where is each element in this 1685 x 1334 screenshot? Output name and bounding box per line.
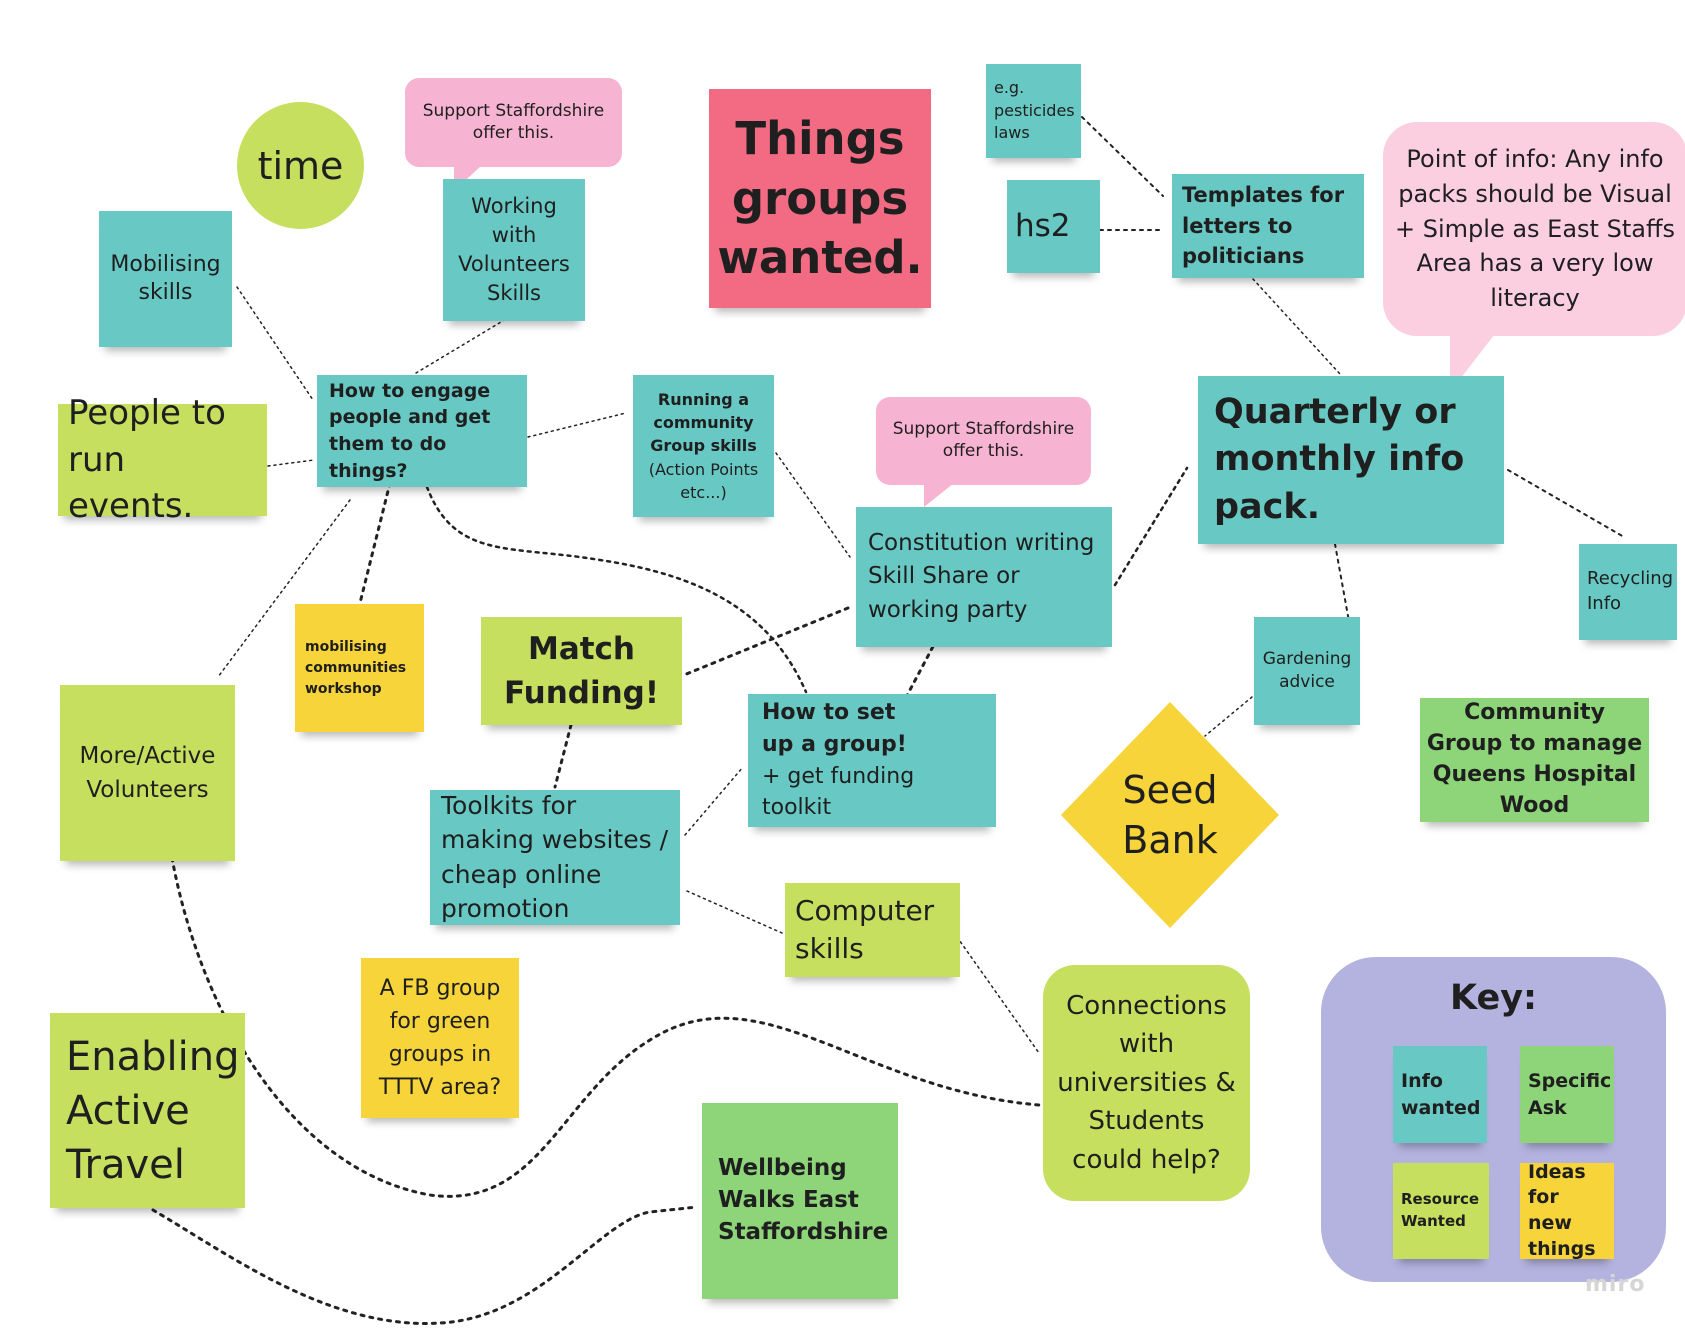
note-people-events[interactable]: People to run events.	[58, 393, 267, 526]
connector-constitution-quarterly	[1113, 466, 1189, 587]
connector-engage-workshop	[358, 481, 392, 605]
note-connections[interactable]: Connections with universities & Students…	[1043, 965, 1250, 1201]
connector-templates-quarterly	[1252, 278, 1341, 375]
note-gardening[interactable]: Gardening advice	[1254, 617, 1360, 725]
connector-match-toolkits	[553, 723, 573, 789]
miro-watermark: miro	[1585, 1272, 1646, 1297]
callout-support-staffordshire-2[interactable]: Support Staffordshire offer this.	[876, 397, 1091, 485]
note-recycling[interactable]: Recycling Info	[1579, 544, 1677, 640]
legend-ideas: Ideas for new things	[1520, 1161, 1614, 1260]
note-wellbeing-walks[interactable]: Wellbeing Walks East Staffordshire	[702, 1103, 898, 1299]
note-enabling-travel[interactable]: Enabling Active Travel	[50, 1013, 245, 1208]
connector-constitution-match	[682, 606, 850, 677]
connector-mobilising-engage	[236, 286, 314, 401]
note-computer-skills[interactable]: Computer skills	[785, 883, 960, 977]
note-time[interactable]: time	[237, 102, 364, 229]
note-seed-bank[interactable]: Seed Bank	[1122, 767, 1218, 862]
callout-tail-2	[924, 483, 954, 507]
legend-title: Key:	[1449, 978, 1538, 1018]
connector-running-constitution	[775, 452, 851, 558]
note-how-engage[interactable]: How to engage people and get them to do …	[317, 375, 527, 487]
running-community-subtitle: (Action Points etc...)	[648, 459, 759, 502]
connector-quarterly-gardening	[1334, 543, 1351, 628]
legend-info-wanted: Info wanted	[1393, 1046, 1487, 1143]
note-seed-bank-shape	[1061, 702, 1279, 928]
note-community-wood[interactable]: Community Group to manage Queens Hospita…	[1420, 698, 1649, 822]
running-community-title: Running a community Group skills	[650, 390, 757, 456]
note-templates[interactable]: Templates for letters to politicians	[1172, 174, 1364, 278]
note-mobilising-skills[interactable]: Mobilising skills	[99, 211, 232, 347]
connector-volunteers-engage	[415, 318, 507, 374]
connector-events-engage	[267, 459, 315, 467]
note-constitution[interactable]: Constitution writing Skill Share or work…	[856, 507, 1112, 647]
connector-toolkits-setup	[684, 766, 744, 836]
note-fb-group[interactable]: A FB group for green groups in TTTV area…	[361, 958, 519, 1118]
connector-quarterly-recycling	[1507, 469, 1625, 538]
note-quarterly[interactable]: Quarterly or monthly info pack.	[1198, 376, 1504, 544]
note-mobilising-workshop[interactable]: mobilising communities workshop	[295, 604, 424, 732]
note-working-volunteers[interactable]: Working with Volunteers Skills	[443, 179, 585, 321]
note-how-setup[interactable]: How to set up a group! + get funding too…	[748, 694, 996, 827]
connector-engage-running	[527, 412, 627, 438]
how-setup-subtitle: + get funding toolkit	[762, 763, 915, 821]
note-match-funding[interactable]: Match Funding!	[481, 617, 682, 725]
note-hs2[interactable]: hs2	[1007, 180, 1100, 273]
how-setup-title: How to set up a group!	[762, 699, 907, 757]
connector-travel-wellbeing	[151, 1205, 699, 1325]
legend-resource-wanted: Resource Wanted	[1393, 1163, 1489, 1259]
callout-point-of-info[interactable]: Point of info: Any info packs should be …	[1383, 122, 1685, 336]
note-toolkits[interactable]: Toolkits for making websites / cheap onl…	[430, 790, 680, 925]
title-note[interactable]: Things groups wanted.	[709, 89, 931, 308]
connector-toolkits-computer	[686, 890, 783, 934]
connector-computer-connections	[956, 936, 1040, 1054]
note-running-community[interactable]: Running a community Group skills (Action…	[633, 375, 774, 517]
callout-support-staffordshire-1[interactable]: Support Staffordshire offer this.	[405, 78, 622, 167]
legend-specific-ask: Specific Ask	[1520, 1046, 1614, 1143]
note-pesticides[interactable]: e.g. pesticides laws	[986, 64, 1081, 158]
note-more-volunteers[interactable]: More/Active Volunteers	[60, 685, 235, 861]
